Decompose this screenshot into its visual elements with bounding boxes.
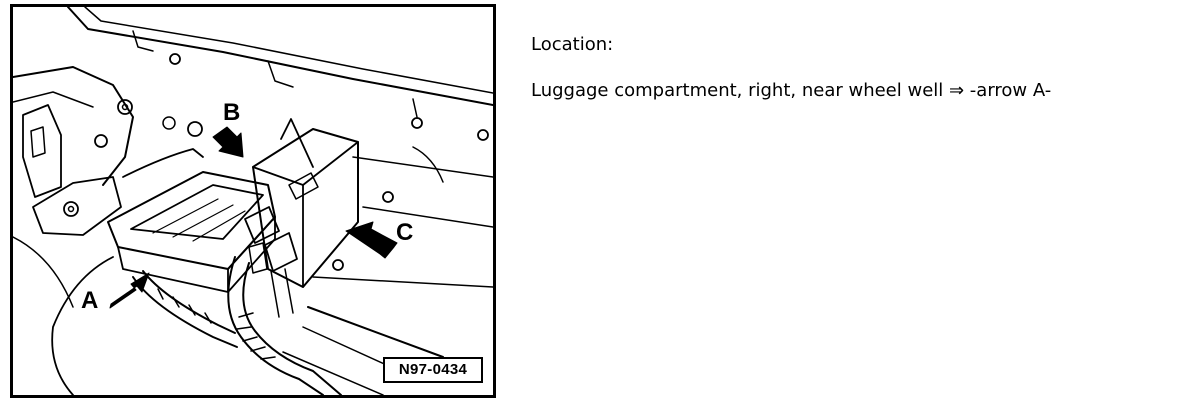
callout-label-a: A [81,287,99,314]
figure-id-label: N97-0434 [383,357,483,383]
description: Location: Luggage compartment, right, ne… [531,34,1051,101]
location-heading: Location: [531,34,614,55]
arrow-c [345,221,398,259]
arrow-a [109,272,150,309]
callout-label-b: B [223,99,241,126]
location-text: Luggage compartment, right, near wheel w… [531,80,1052,101]
arrow-b [212,126,244,158]
technical-illustration: A B C N97-0434 [10,4,496,398]
component-drawing [13,7,493,395]
callout-label-c: C [396,219,414,246]
